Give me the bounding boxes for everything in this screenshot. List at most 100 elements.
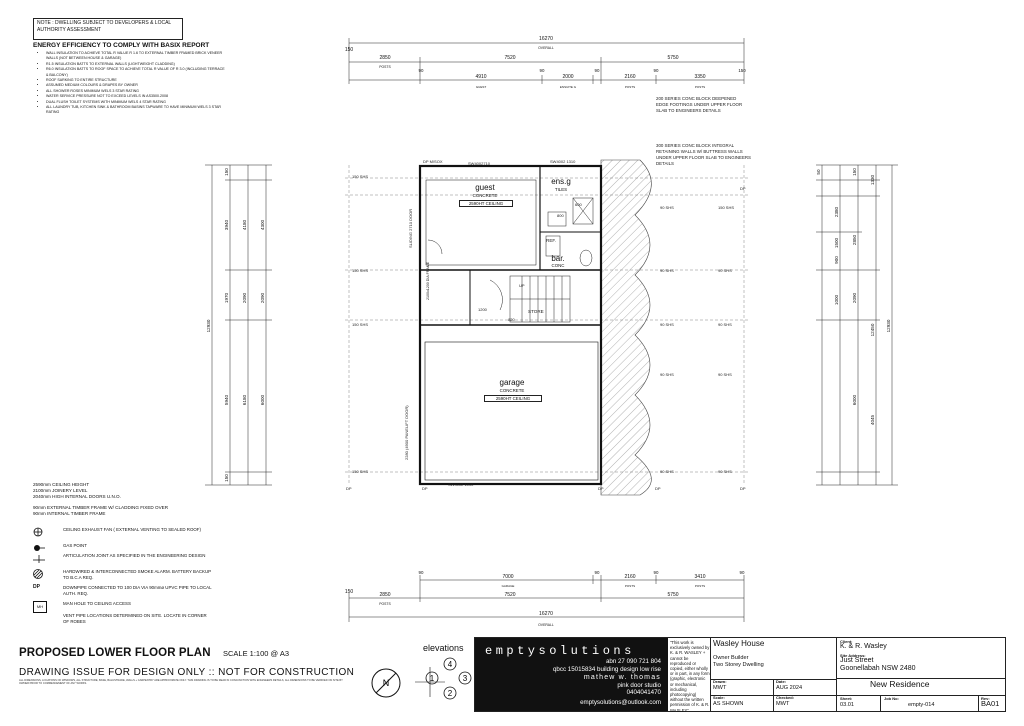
dwelling-note: NOTE : DWELLING SUBJECT TO DEVELOPERS & …	[33, 18, 183, 40]
elev-num-2: 2	[448, 689, 453, 698]
room-guest-ceiling: 2590HT CEILING	[459, 200, 513, 207]
left-dim-0: 150	[224, 168, 229, 176]
left-dim-text: 150 3940 4180 4300 1970 2090 2090 5940 6…	[206, 168, 265, 482]
top-label-1: ENSUITE G	[560, 85, 577, 89]
downpipe-icon: DP	[33, 584, 40, 590]
room-bar-name: bar.	[551, 254, 565, 263]
top-label-3: POSTS	[695, 85, 705, 89]
brand-abn: abn 27 090 721 804	[605, 658, 661, 665]
legend-row-gas: GAS POINT	[33, 543, 213, 555]
legend-symbols: CEILING EXHAUST FAN ( EXTERNAL VENTING T…	[33, 527, 223, 627]
drawn-value: MWT	[713, 685, 727, 691]
bot-row1-2: 3410	[694, 574, 705, 580]
top-row2-2: 5750	[667, 55, 678, 61]
top-row3-1: 2000	[562, 74, 573, 80]
title-block-details: Wasley House Owner Builder Two Storey Dw…	[710, 637, 1006, 712]
drawing-scale: SCALE 1:100 @ A3	[223, 649, 289, 658]
dp-label-a: DP	[346, 486, 352, 491]
title-block	[474, 637, 1006, 712]
site-line-0: Just Street	[840, 657, 874, 664]
overall-label-top: OVERALL	[538, 46, 554, 50]
shs-90-d: 90 SHS	[660, 322, 674, 327]
top-row2-0: 2850	[379, 55, 390, 61]
elev-num-3: 3	[463, 674, 468, 683]
sheet-label: Sheet:	[840, 696, 853, 701]
drawing-title: PROPOSED LOWER FLOOR PLAN	[19, 647, 211, 659]
dp-label-e: DP	[740, 486, 746, 491]
right-dim-8: 2090	[852, 292, 857, 303]
room-ensuite-floor: TILES	[554, 187, 568, 192]
right-dim-text: 50 150 1330 2380 2850 900 1500 1000 2090…	[816, 168, 891, 425]
energy-item: WALL INSULATION TO ACHIEVE TOTAL R VALUE…	[46, 51, 226, 62]
energy-list: WALL INSULATION TO ACHIEVE TOTAL R VALUE…	[40, 51, 226, 116]
top-off-2: 90	[595, 68, 600, 73]
legend-downpipe-text: DOWNPIPE CONNECTED TO 100 DIA VIA 90mmø …	[63, 585, 212, 596]
bot-row1-0: 7000	[502, 574, 513, 580]
bot-row2-1: 7520	[504, 592, 515, 598]
status-value: New Residence	[870, 679, 930, 689]
right-dim-4: 2850	[852, 234, 857, 245]
title-block-brand: emptysolutions abn 27 090 721 804 qbcc 1…	[475, 638, 668, 711]
gas-icon	[34, 545, 45, 551]
shs-90-a: 90 SHS	[660, 205, 674, 210]
rev-label: Rev:	[981, 696, 990, 701]
brand-studio: pink door studio	[617, 682, 661, 689]
right-dim-10: 12930	[886, 319, 891, 332]
client-label: Client:	[840, 639, 853, 644]
legend-row-articulation: ARTICULATION JOINT AS SPECIFIED IN THE E…	[33, 553, 213, 565]
garage-door-label: 2280 (4900 PANELIFT DOOR)	[404, 405, 409, 460]
fan-icon	[33, 527, 43, 537]
checked-value: MWT	[776, 701, 790, 707]
shs-150-a: 150 SHS	[352, 174, 369, 179]
stair-width-label: 1200	[478, 307, 487, 312]
shs-150-b: 150 SHS	[352, 268, 369, 273]
right-dimensions	[816, 164, 898, 486]
ref-label: REF.	[546, 238, 556, 243]
elev-num-4: 4	[448, 660, 453, 669]
column-grid-lines	[345, 165, 750, 485]
bot-row1-1: 2160	[624, 574, 635, 580]
job-label: Job No:	[884, 696, 899, 701]
drawn-label: Drawn:	[713, 679, 727, 684]
room-bar-floor: CONC	[551, 263, 565, 268]
shs-90-h: 90 SHS	[660, 469, 674, 474]
building-walls	[418, 164, 603, 486]
energy-item: R6.0 INSULATION BATTS TO ROOF SPACE TO A…	[46, 67, 226, 78]
dp-label-d: DP	[655, 486, 661, 491]
shs-90-b: 90 SHS	[660, 268, 674, 273]
room-garage-name: garage	[499, 378, 525, 387]
brand-name: emptysolutions	[485, 644, 635, 658]
bot-label-0: GARAGE	[502, 584, 515, 588]
brand-email[interactable]: emptysolutions@outlook.com	[580, 699, 661, 706]
stairs	[427, 239, 571, 323]
energy-item: WATER SERVICE PRESSURE NOT TO EXCEED LEV…	[46, 94, 226, 99]
left-dim-4: 1970	[224, 292, 229, 303]
checked-label: Checked:	[776, 695, 795, 700]
energy-item: ALL SHOWER ROSES MINIMUM WELS 3 STAR RAT…	[46, 89, 226, 94]
project-type-0: Owner Builder	[713, 655, 749, 661]
top-label-2: POSTS	[625, 85, 635, 89]
bot-label-2: POSTS	[695, 584, 705, 588]
top-off-4: 150	[738, 68, 746, 73]
right-dim-9: 12450	[870, 323, 875, 336]
top-off-0: 90	[419, 68, 424, 73]
shs-90-f: 90 SHS	[660, 372, 674, 377]
bot-label-1: POSTS	[625, 584, 635, 588]
retaining-wall-hatch	[600, 159, 652, 496]
left-dim-3: 4300	[260, 219, 265, 230]
posts-label-top: POSTS	[379, 65, 391, 69]
store-label: STORE	[528, 309, 544, 314]
top-row3-3: 3350	[694, 74, 705, 80]
room-guest-floor: CONCRETE	[472, 193, 498, 198]
top-row3-2: 2160	[624, 74, 635, 80]
copyright-note: "This work is exclusively owned by K. & …	[670, 640, 710, 713]
site-line-1: Goonellabah NSW 2480	[840, 665, 916, 672]
drawing-issue: DRAWING ISSUE FOR DESIGN ONLY :: NOT FOR…	[19, 667, 355, 678]
date-value: AUG 2024	[776, 685, 803, 691]
right-dim-2: 1330	[870, 174, 875, 185]
project-name: Wasley House	[713, 639, 765, 648]
smoke-alarm-icon	[33, 569, 43, 579]
dim-600-label: 600	[575, 202, 582, 207]
brand-phone: 0404041470	[626, 689, 661, 696]
